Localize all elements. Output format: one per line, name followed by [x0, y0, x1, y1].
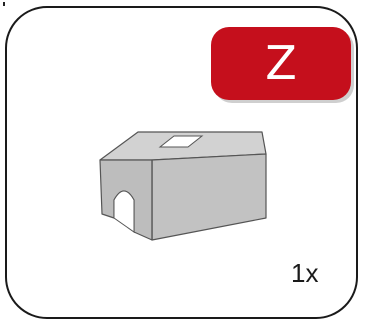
quantity-label: 1x	[291, 258, 319, 288]
cap-opening	[113, 190, 135, 233]
badge-letter: Z	[265, 36, 297, 90]
corner-mark	[3, 2, 5, 6]
part-letter-badge: Z	[211, 27, 351, 100]
cap-top-hole	[158, 135, 204, 148]
cap-side-face	[151, 153, 267, 241]
cover-cap-icon	[99, 131, 267, 241]
